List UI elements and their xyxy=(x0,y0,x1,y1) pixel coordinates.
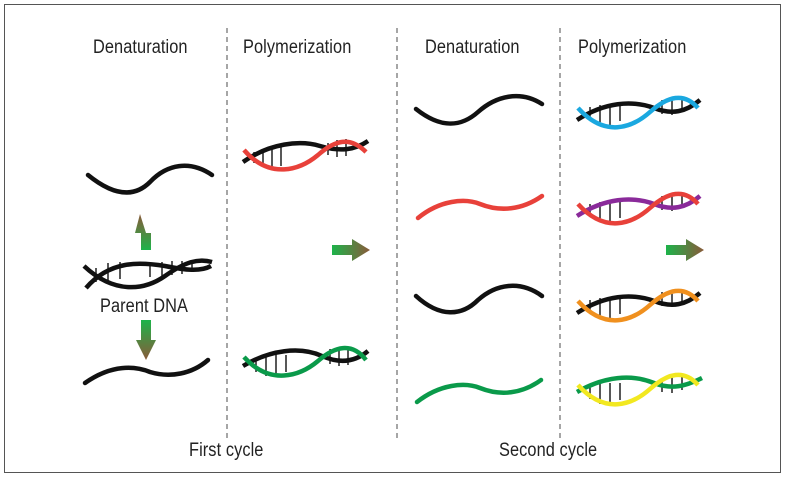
single-strand-bottom xyxy=(82,357,211,386)
header-polymerization-1: Polymerization xyxy=(243,37,352,58)
helix-black-orange xyxy=(575,288,702,323)
denatured-strand-green xyxy=(414,377,544,405)
denatured-strand-black-2 xyxy=(413,283,545,315)
denatured-strand-black-1 xyxy=(413,94,545,126)
helix-black-green xyxy=(241,345,370,378)
parent-dna-label: Parent DNA xyxy=(100,296,189,317)
parent-dna-helix xyxy=(82,258,213,290)
arrow-up xyxy=(135,214,151,250)
diagram-frame xyxy=(4,4,781,473)
single-strand-top xyxy=(85,163,215,195)
arrow-right-1 xyxy=(332,239,370,261)
header-denaturation-1: Denaturation xyxy=(93,37,188,58)
helix-purple-red xyxy=(575,191,702,226)
first-cycle-label: First cycle xyxy=(189,440,264,461)
second-cycle-label: Second cycle xyxy=(499,440,598,461)
arrow-right-2 xyxy=(666,239,704,261)
header-polymerization-2: Polymerization xyxy=(578,37,687,58)
helix-black-red xyxy=(241,139,370,172)
helix-black-blue xyxy=(575,95,702,130)
header-denaturation-2: Denaturation xyxy=(425,37,520,58)
arrow-down xyxy=(136,320,156,360)
helix-green-yellow xyxy=(575,372,704,407)
denatured-strand-red xyxy=(415,193,545,221)
